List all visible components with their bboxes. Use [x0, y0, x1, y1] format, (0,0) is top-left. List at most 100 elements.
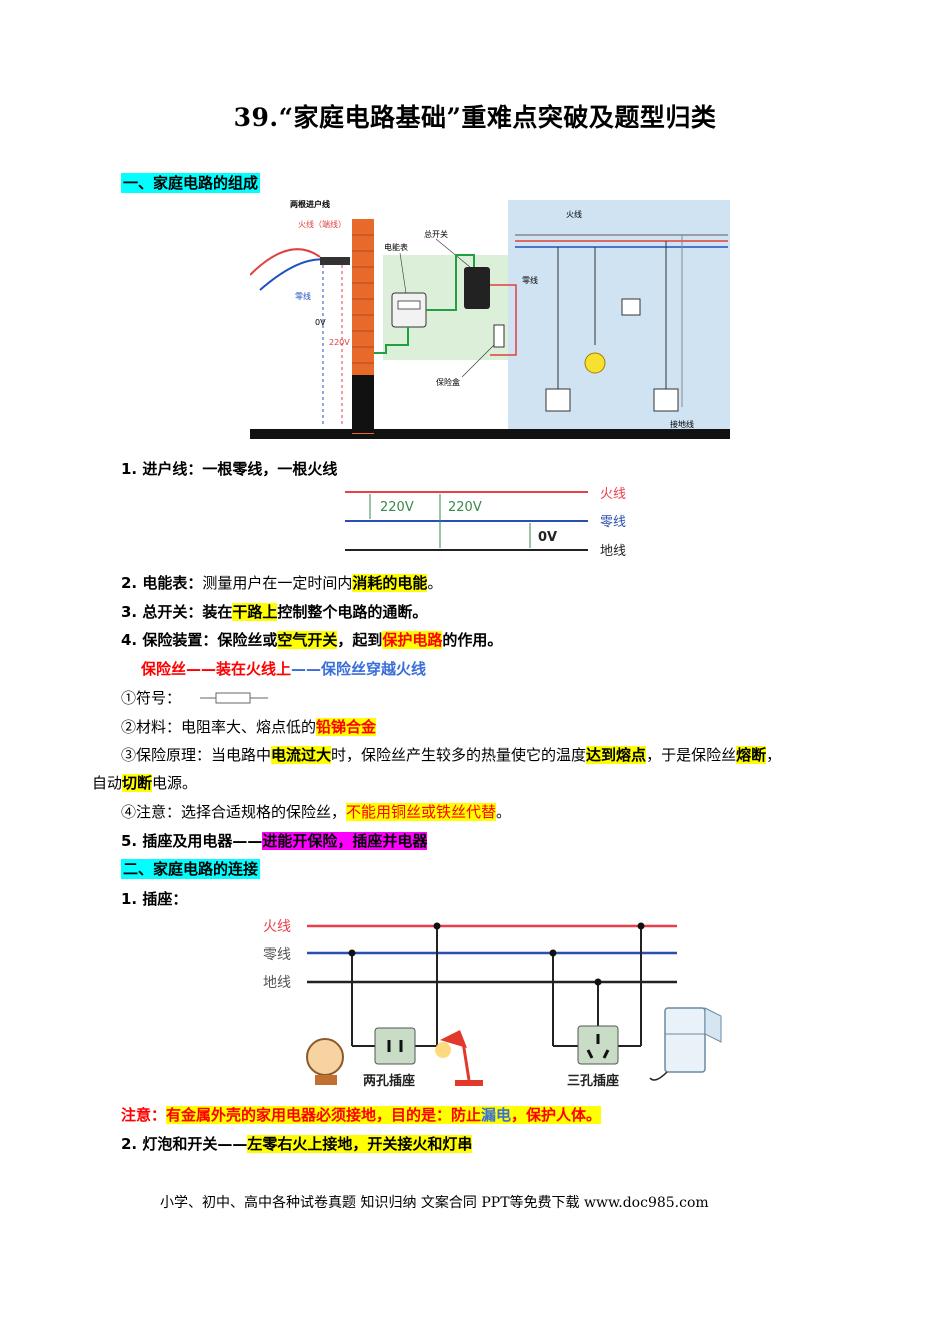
attention-label: 注意： — [121, 1106, 167, 1124]
notice-text: ④注意：选择合适规格的保险丝， — [121, 803, 347, 821]
principle-text-6: 电源。 — [152, 774, 198, 792]
item-2-text: 测量用户在一定时间内 — [202, 574, 353, 592]
voltage-label-3: 0V — [538, 530, 557, 545]
meter-label: 电能表 — [384, 242, 408, 252]
fuse-rule-1: 保险丝 — [141, 660, 187, 678]
section-heading-2-label: 二、家庭电路的连接 — [121, 859, 261, 879]
material-highlight: 铅锑合金 — [316, 718, 377, 736]
three-hole-socket-icon — [653, 388, 679, 412]
attention-highlight-1: 有金属外壳的家用电器必须接地，目的是：防止 — [166, 1106, 482, 1124]
incoming-neutral-wire — [259, 258, 329, 291]
notice-highlight: 不能用铜丝或铁丝代替 — [346, 803, 497, 821]
page-footer: 小学、初中、高中各种试卷真题 知识归纳 文案合同 PPT等免费下载 www.do… — [160, 1195, 709, 1211]
item-2-meter: 2. 电能表：测量用户在一定时间内消耗的电能。 — [121, 572, 442, 593]
principle-highlight-2: 达到熔点 — [586, 746, 647, 764]
attention-highlight-3: ，保护人体。 — [511, 1106, 602, 1124]
220v-label: 220V — [329, 338, 350, 347]
item-2-end: 。 — [427, 574, 443, 592]
electric-meter-icon — [391, 292, 427, 328]
incoming-live-wire — [250, 248, 321, 276]
fuse-rule-arrow-1: —— — [186, 660, 217, 678]
principle-highlight-1: 电流过大 — [271, 746, 332, 764]
ground-label: 地线 — [263, 975, 291, 991]
item-5-sockets: 5. 插座及用电器——进能开保险，插座并电器 — [121, 830, 428, 851]
material-text: ②材料：电阻率大、熔点低的 — [121, 718, 317, 736]
wall-base — [352, 375, 374, 433]
notice-end: 。 — [496, 803, 512, 821]
fan-base — [315, 1075, 337, 1085]
fuse-principle-line-2: 自动切断电源。 — [92, 772, 197, 793]
item-4-text-2: ，起到 — [337, 631, 383, 649]
fuse-principle-line-1: ③保险原理：当电路中电流过大时，保险丝产生较多的热量使它的温度达到熔点，于是保险… — [121, 744, 781, 765]
principle-text-4: ， — [766, 746, 782, 764]
ground-floor — [250, 429, 730, 439]
wall-switch-icon — [621, 298, 641, 316]
insulator-bracket — [320, 257, 350, 265]
item-5-highlight: 进能开保险，插座并电器 — [262, 832, 428, 850]
principle-text-3: ，于是保险丝 — [646, 746, 737, 764]
page-title: 39.“家庭电路基础”重难点突破及题型归类 — [233, 103, 717, 132]
voltage-diagram: 220V 220V 0V 火线 零线 地线 — [345, 487, 626, 559]
two-hole-socket — [374, 1027, 416, 1065]
ground-wire-label: 接地线 — [670, 419, 694, 429]
section-heading-1: 一、家庭电路的组成 — [121, 172, 261, 193]
item-1-incoming-lines: 1. 进户线：一根零线，一根火线 — [121, 460, 338, 478]
bulb-icon — [584, 352, 606, 374]
principle-highlight-3: 熔断 — [736, 746, 767, 764]
principle-text-5: 自动 — [92, 774, 123, 792]
socket-subtitle: 1. 插座： — [121, 890, 188, 908]
attention-line: 注意：有金属外壳的家用电器必须接地，目的是：防止漏电，保护人体。 — [121, 1104, 602, 1125]
principle-text-1: ③保险原理：当电路中 — [121, 746, 272, 764]
fuse-material-line: ②材料：电阻率大、熔点低的铅锑合金 — [121, 716, 377, 737]
desk-lamp-icon — [440, 1030, 467, 1048]
refrigerator-cord — [649, 1071, 668, 1081]
item-4-text-3: 的作用。 — [442, 631, 503, 649]
item-4-text-1: 保险丝或 — [217, 631, 278, 649]
item-4-highlight-1: 空气开关 — [277, 631, 338, 649]
bulb-heading: 2. 灯泡和开关—— — [121, 1135, 248, 1153]
household-circuit-diagram: 两根进户线 火线（端线） 零线 0V 220V 电能表 总开关 保险盒 火线 零… — [250, 199, 730, 439]
fuse-notice-line: ④注意：选择合适规格的保险丝，不能用铜丝或铁丝代替。 — [121, 801, 511, 822]
zero-volt-label: 0V — [315, 318, 326, 327]
meter-display — [397, 300, 421, 310]
attention-highlight-2: 漏电 — [481, 1106, 512, 1124]
brick-pattern — [352, 234, 374, 364]
fuse-symbol-line: ①符号： — [121, 687, 181, 708]
section-heading-1-label: 一、家庭电路的组成 — [121, 173, 261, 193]
voltage-label-2: 220V — [448, 500, 482, 515]
fuse-rule-arrow-2: —— — [291, 660, 322, 678]
live-end-label: 火线（端线） — [298, 219, 346, 229]
switch-pointer-line — [435, 238, 471, 268]
three-hole-socket — [577, 1025, 619, 1065]
incoming-lines-label: 两根进户线 — [290, 199, 330, 209]
item-3-text-1: 装在 — [202, 603, 233, 621]
main-switch-label: 总开关 — [424, 229, 448, 239]
live-label: 火线 — [263, 919, 291, 935]
item-4-heading: 4. 保险装置： — [121, 631, 218, 649]
section-heading-2: 二、家庭电路的连接 — [121, 858, 261, 879]
item-3-heading: 3. 总开关： — [121, 603, 203, 621]
item-4-protection: 4. 保险装置：保险丝或空气开关，起到保护电路的作用。 — [121, 629, 502, 650]
live-wire-label: 火线 — [600, 487, 626, 502]
bulb-switch-line: 2. 灯泡和开关——左零右火上接地，开关接火和灯串 — [121, 1133, 473, 1154]
neutral-wire-label: 零线 — [600, 515, 626, 530]
fuse-pointer-line — [461, 344, 495, 378]
item-3-text-2: 控制整个电路的通断。 — [277, 603, 428, 621]
fuse-rule-3: 保险丝穿越火线 — [321, 660, 427, 678]
item-5-heading: 5. 插座及用电器—— — [121, 832, 263, 850]
ground-wire-label-v: 地线 — [600, 544, 626, 559]
three-hole-socket-label: 三孔插座 — [567, 1073, 619, 1089]
refrigerator-door — [704, 1007, 722, 1043]
fuse-rule-line: 保险丝——装在火线上——保险丝穿越火线 — [141, 658, 426, 679]
item-3-main-switch: 3. 总开关：装在干路上控制整个电路的通断。 — [121, 601, 427, 622]
meter-pointer-line — [399, 252, 407, 294]
item-4-highlight-2: 保护电路 — [382, 631, 443, 649]
meter-to-switch-wire — [426, 254, 475, 311]
fuse-box-icon — [493, 324, 505, 348]
principle-highlight-4: 切断 — [122, 774, 153, 792]
neutral-label-left: 零线 — [295, 291, 311, 301]
fuse-symbol-label: ①符号： — [121, 689, 182, 707]
socket-wiring-diagram: 火线 零线 地线 两孔插座 三孔插座 — [263, 919, 722, 1089]
item-2-heading: 2. 电能表： — [121, 574, 203, 592]
refrigerator-icon — [664, 1007, 706, 1073]
